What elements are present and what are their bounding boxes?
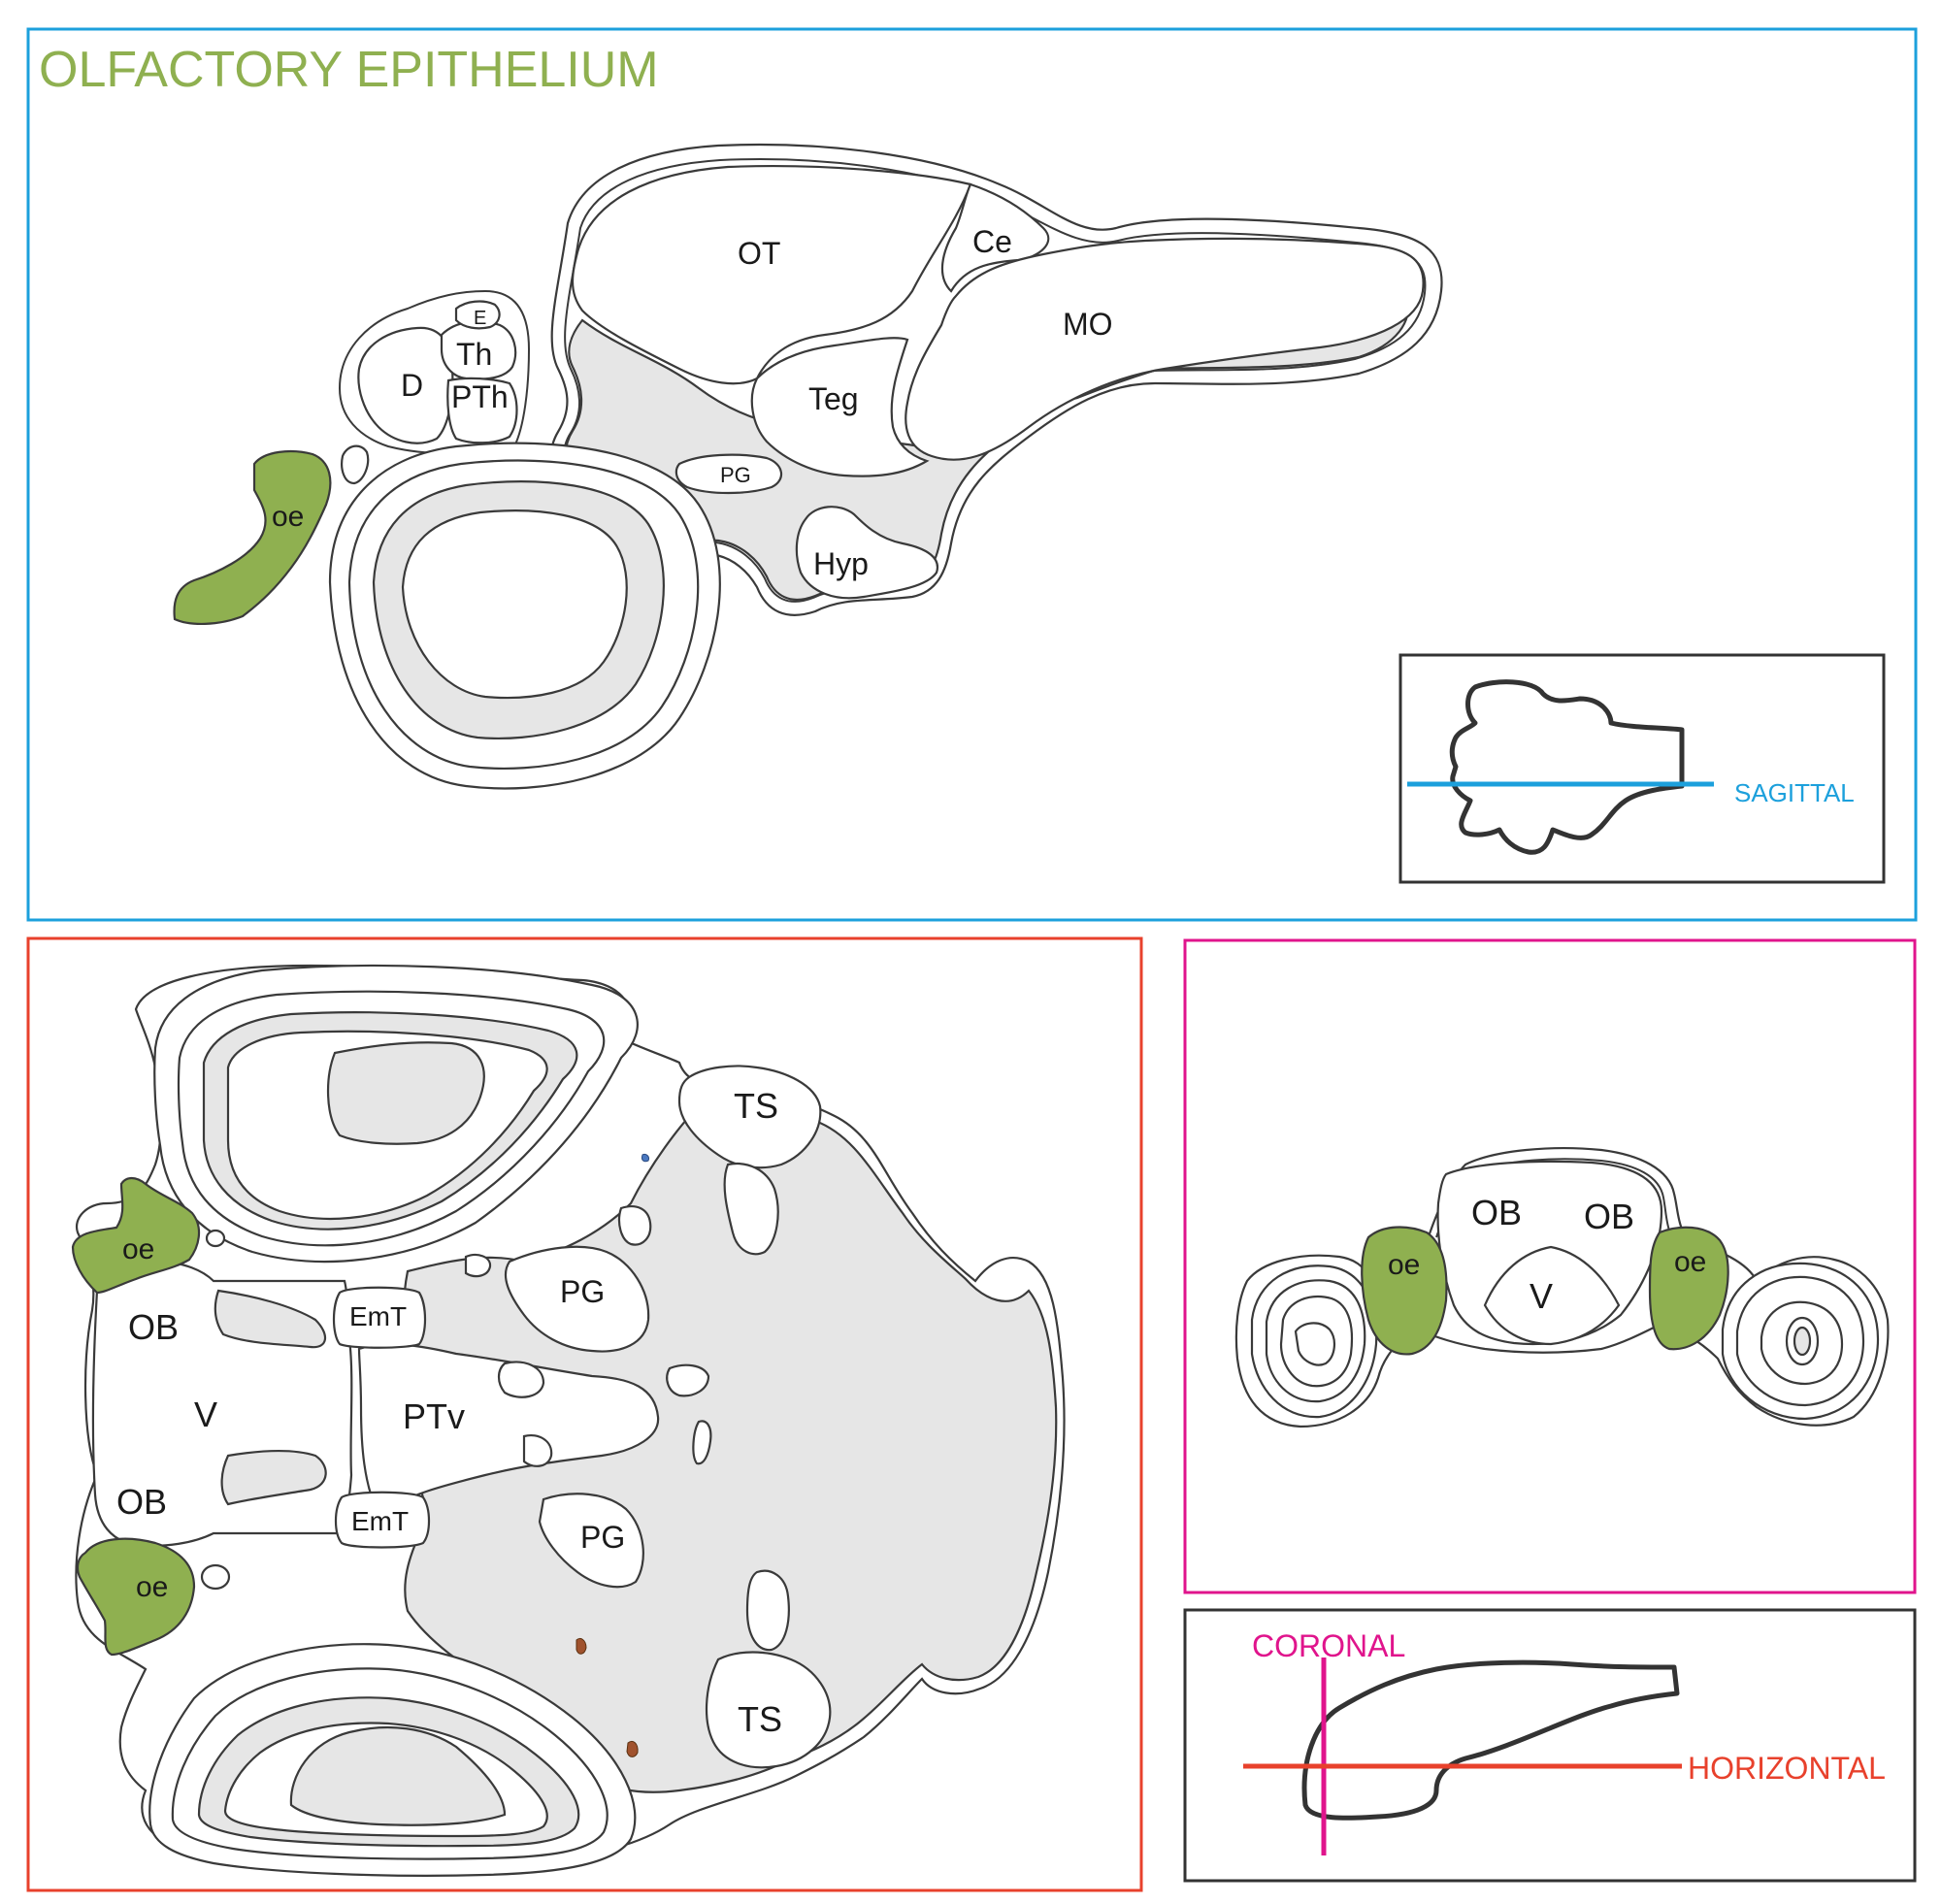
region-ts-bottom <box>706 1651 832 1769</box>
label-ts-top: TS <box>734 1086 778 1126</box>
horizontal-island-4 <box>745 1569 790 1652</box>
figure-title: OLFACTORY EPITHELIUM <box>39 42 659 98</box>
region-coronal-v <box>1483 1245 1621 1346</box>
coronal-eye-right-core <box>1793 1326 1812 1357</box>
key-coronal-label: CORONAL <box>1252 1628 1405 1663</box>
coronal-section: OB OB V oe oe <box>1234 1147 1890 1428</box>
region-teg <box>750 337 930 477</box>
horizontal-island-6 <box>522 1433 553 1467</box>
label-pth: PTh <box>451 379 509 414</box>
sagittal-small-vesicle <box>341 444 370 485</box>
sagittal-key-frame <box>1398 653 1886 884</box>
horizontal-island-8 <box>464 1253 492 1278</box>
sagittal-eye-lens <box>401 509 628 700</box>
label-mo: MO <box>1063 307 1113 342</box>
label-oe-coronal-right: oe <box>1674 1246 1706 1278</box>
region-ob-grey-top <box>214 1289 326 1349</box>
horizontal-olfactory-epithelium-top[interactable] <box>71 1176 201 1295</box>
coronal-olfactory-epithelium-left[interactable] <box>1361 1226 1448 1356</box>
label-oe-top: oe <box>122 1233 154 1265</box>
coronal-panel-frame <box>1183 938 1917 1594</box>
label-pg-top: PG <box>560 1274 605 1309</box>
region-mo <box>905 237 1425 461</box>
region-hyp <box>795 506 939 600</box>
region-pg-bottom <box>538 1493 644 1589</box>
label-pg-bottom: PG <box>580 1520 625 1555</box>
horizontal-section: TS TS oe oe PG PG EmT EmT OB OB V PTv <box>71 964 1066 1877</box>
horizontal-island-2 <box>617 1205 652 1246</box>
orientation-key-frame <box>1183 1608 1917 1883</box>
horizontal-island-7 <box>692 1420 712 1465</box>
region-ob-grey-bottom <box>220 1450 327 1506</box>
label-ts-bottom: TS <box>738 1699 782 1739</box>
coronal-olfactory-epithelium-right[interactable] <box>1648 1226 1729 1351</box>
label-emt-top: EmT <box>349 1301 407 1331</box>
horizontal-island-3 <box>666 1363 710 1397</box>
label-oe-bottom: oe <box>136 1571 168 1603</box>
region-ot <box>571 165 972 385</box>
horizontal-eye-bottom-core <box>289 1725 507 1826</box>
orientation-key: CORONAL HORIZONTAL <box>1243 1628 1886 1855</box>
horizontal-panel-frame <box>26 936 1143 1892</box>
label-d: D <box>401 368 423 403</box>
region-emt-bottom <box>334 1491 431 1549</box>
key-brain-dorsal-outline <box>1449 679 1685 855</box>
key-brain-lateral-outline <box>1301 1659 1680 1821</box>
label-v-horizontal: V <box>194 1395 217 1434</box>
label-e: E <box>474 308 486 329</box>
label-oe-sagittal: oe <box>272 501 304 533</box>
region-pg <box>674 453 782 495</box>
label-v-coronal: V <box>1530 1276 1553 1316</box>
sagittal-key: SAGITTAL <box>1398 653 1886 884</box>
sagittal-panel-frame <box>26 27 1918 922</box>
horizontal-pigment-1 <box>576 1637 587 1655</box>
label-oe-coronal-left: oe <box>1388 1249 1420 1281</box>
sagittal-forebrain-outline <box>338 289 531 455</box>
label-th: Th <box>456 337 492 372</box>
region-pth <box>446 377 518 444</box>
horizontal-olfactory-epithelium-bottom[interactable] <box>76 1537 196 1657</box>
label-ob-coronal-left: OB <box>1471 1193 1522 1232</box>
label-ob-coronal-right: OB <box>1584 1197 1634 1236</box>
label-ot: OT <box>738 236 780 271</box>
region-e <box>454 300 501 330</box>
horizontal-vesicle-bottom <box>200 1563 231 1591</box>
label-ce: Ce <box>972 224 1012 259</box>
label-teg: Teg <box>808 381 859 416</box>
key-horizontal-label: HORIZONTAL <box>1688 1751 1886 1786</box>
label-ptv: PTv <box>403 1396 465 1436</box>
horizontal-pigment-3 <box>642 1154 649 1163</box>
horizontal-eye-top-core <box>327 1041 485 1145</box>
label-hyp: Hyp <box>813 546 869 581</box>
horizontal-vesicle-top <box>205 1229 226 1248</box>
horizontal-island-1 <box>723 1163 779 1256</box>
coronal-eye-left-core <box>1294 1322 1335 1366</box>
label-ob-top: OB <box>128 1307 179 1347</box>
label-emt-bottom: EmT <box>351 1506 409 1536</box>
region-ptv <box>357 1343 660 1516</box>
horizontal-pigment-2 <box>626 1740 639 1757</box>
horizontal-island-5 <box>497 1361 545 1398</box>
sagittal-olfactory-epithelium[interactable] <box>173 449 332 626</box>
label-ob-bottom: OB <box>116 1482 167 1522</box>
region-pg-top <box>505 1245 650 1353</box>
region-ts-top <box>677 1065 822 1169</box>
region-ce <box>940 182 1050 293</box>
label-pg: PG <box>720 463 751 487</box>
sagittal-section: OT Ce MO E Th D PTh Teg PG Hyp oe <box>173 143 1443 790</box>
key-sagittal-label: SAGITTAL <box>1734 778 1855 807</box>
region-emt-top <box>332 1286 427 1349</box>
